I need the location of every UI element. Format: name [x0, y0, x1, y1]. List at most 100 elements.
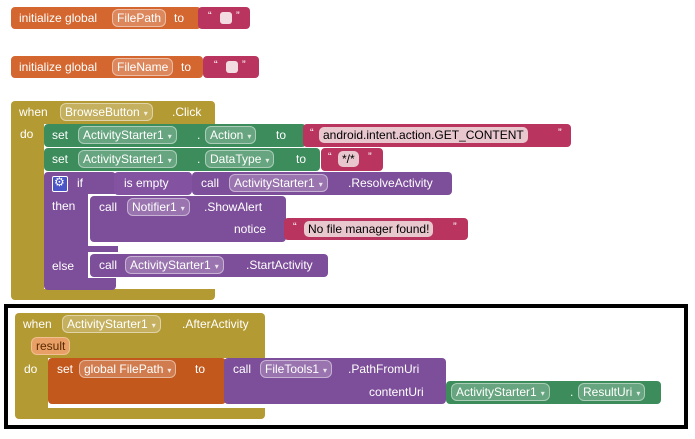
component-name: ActivityStarter1 — [83, 152, 164, 166]
property-dropdown[interactable]: ResultUri▾ — [578, 383, 646, 401]
var-name-filepath[interactable]: FilePath — [112, 9, 167, 27]
event-name: .AfterActivity — [182, 317, 249, 331]
set-label: set — [52, 152, 69, 166]
component-name: ActivityStarter1 — [67, 317, 148, 331]
property-name: ResultUri — [583, 385, 633, 399]
dot-label: . — [570, 385, 574, 399]
gear-icon[interactable] — [52, 175, 68, 192]
method-name: .ShowAlert — [204, 200, 263, 214]
chevron-down-icon: ▾ — [247, 132, 252, 141]
variable-dropdown[interactable]: global FilePath▾ — [79, 360, 177, 378]
resolve-activity-call-block[interactable] — [192, 172, 452, 195]
chevron-down-icon: ▾ — [143, 109, 148, 118]
browse-button-dropdown[interactable]: BrowseButton▾ — [60, 103, 153, 121]
empty-string-field[interactable] — [220, 12, 232, 24]
chevron-down-icon: ▾ — [167, 156, 172, 165]
property-dropdown[interactable]: Action▾ — [205, 126, 257, 144]
chevron-down-icon: ▾ — [265, 156, 270, 165]
set-datatype-block[interactable] — [44, 148, 320, 171]
open-quote: “ — [214, 59, 218, 71]
open-quote: “ — [208, 10, 212, 22]
to-label: to — [181, 60, 192, 74]
init-global-filename-block[interactable] — [11, 56, 203, 78]
var-name-text: FilePath — [117, 11, 162, 25]
chevron-down-icon: ▾ — [167, 132, 172, 141]
open-quote: “ — [328, 151, 332, 163]
param-result[interactable]: result — [31, 337, 71, 355]
component-name: ActivityStarter1 — [456, 385, 537, 399]
open-quote: “ — [310, 127, 314, 139]
method-name: .StartActivity — [246, 258, 313, 272]
var-name-text: FileName — [117, 60, 169, 74]
close-quote: ” — [368, 151, 372, 163]
chevron-down-icon: ▾ — [151, 321, 156, 330]
close-quote: ” — [236, 10, 240, 22]
if-body-gap — [88, 246, 118, 252]
empty-string-field[interactable] — [226, 61, 238, 73]
component-name: FileTools1 — [265, 362, 320, 376]
set-label: set — [57, 362, 74, 376]
dot-label: . — [197, 128, 201, 142]
is-empty-label: is empty — [124, 176, 169, 190]
component-name: ActivityStarter1 — [234, 176, 315, 190]
property-name: Action — [210, 128, 244, 142]
chevron-down-icon: ▾ — [636, 389, 641, 398]
to-label: to — [296, 152, 307, 166]
string-value[interactable]: android.intent.action.GET_CONTENT — [319, 127, 528, 143]
component-dropdown[interactable]: ActivityStarter1▾ — [78, 150, 177, 168]
close-quote: ” — [242, 59, 246, 71]
is-empty-block[interactable] — [114, 172, 192, 195]
chevron-down-icon: ▾ — [180, 204, 185, 213]
method-name: .ResolveActivity — [348, 176, 433, 190]
event-name: .Click — [172, 105, 202, 119]
to-label: to — [174, 11, 185, 25]
highlight-frame — [4, 304, 688, 429]
component-dropdown[interactable]: ActivityStarter1▾ — [125, 256, 224, 274]
start-activity-call-block[interactable] — [90, 254, 328, 277]
component-name: Notifier1 — [132, 200, 177, 214]
string-value[interactable]: No file manager found! — [304, 221, 434, 237]
chevron-down-icon: ▾ — [318, 180, 323, 189]
string-value[interactable]: */* — [338, 151, 359, 167]
component-dropdown[interactable]: FileTools1▾ — [260, 360, 333, 378]
set-action-block[interactable] — [44, 124, 306, 147]
close-quote: ” — [558, 127, 562, 139]
var-name-filename[interactable]: FileName — [112, 58, 174, 76]
chevron-down-icon: ▾ — [323, 366, 328, 375]
component-dropdown[interactable]: ActivityStarter1▾ — [229, 174, 328, 192]
when-label: when — [19, 105, 48, 119]
set-label: set — [52, 128, 69, 142]
init-global-filepath-block[interactable] — [11, 7, 201, 29]
component-name: ActivityStarter1 — [83, 128, 164, 142]
chevron-down-icon: ▾ — [214, 262, 219, 271]
property-dropdown[interactable]: DataType▾ — [205, 150, 275, 168]
property-name: DataType — [210, 152, 262, 166]
component-dropdown[interactable]: ActivityStarter1▾ — [451, 383, 550, 401]
variable-name: global FilePath — [84, 362, 164, 376]
call-label: call — [99, 258, 118, 272]
dot-label: . — [197, 152, 201, 166]
result-uri-getter-block[interactable] — [446, 381, 661, 404]
chevron-down-icon: ▾ — [540, 389, 545, 398]
content-uri-label: contentUri — [369, 385, 424, 399]
when-label: when — [23, 317, 52, 331]
init-global-label: initialize global — [19, 11, 98, 25]
component-dropdown[interactable]: ActivityStarter1▾ — [62, 315, 161, 333]
set-global-filepath-block[interactable] — [48, 358, 226, 404]
component-dropdown[interactable]: Notifier1▾ — [127, 198, 190, 216]
to-label: to — [195, 362, 206, 376]
call-label: call — [233, 362, 252, 376]
notice-label: notice — [234, 222, 267, 236]
else-label: else — [52, 259, 75, 273]
open-quote: “ — [293, 221, 297, 233]
close-quote: ” — [453, 221, 457, 233]
component-dropdown[interactable]: ActivityStarter1▾ — [78, 126, 177, 144]
do-label: do — [20, 127, 34, 141]
call-label: call — [201, 176, 220, 190]
chevron-down-icon: ▾ — [167, 366, 172, 375]
if-label: if — [77, 176, 83, 190]
param-name: result — [36, 339, 66, 353]
do-label: do — [24, 362, 38, 376]
component-name: BrowseButton — [65, 105, 140, 119]
then-label: then — [52, 199, 76, 213]
